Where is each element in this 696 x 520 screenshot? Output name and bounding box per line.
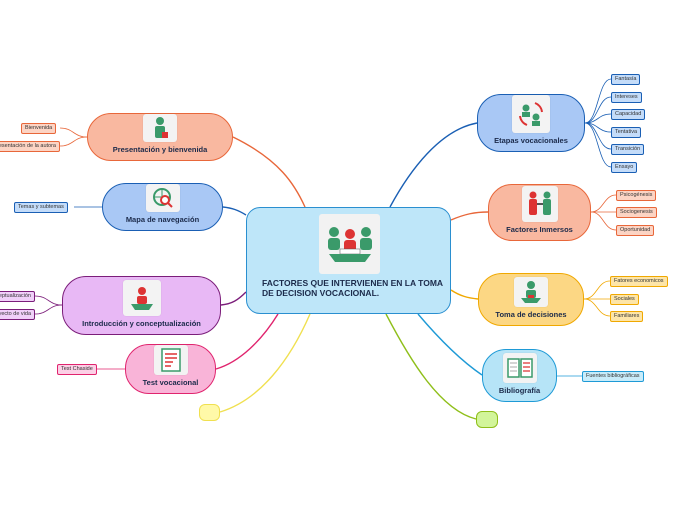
person-at-desk-icon bbox=[122, 279, 161, 316]
leaf-sociales[interactable]: Sociales bbox=[610, 294, 639, 305]
topic-introduccion[interactable]: Introducción y conceptualización bbox=[62, 276, 221, 335]
leaf-capacidad[interactable]: Capacidad bbox=[611, 109, 646, 120]
central-topic[interactable]: FACTORES QUE INTERVIENEN EN LA TOMA DE D… bbox=[246, 207, 451, 314]
link-central-toma bbox=[450, 289, 479, 300]
topic-factores[interactable]: Factores Inmersos bbox=[488, 184, 591, 241]
leaf-conceptualizacion[interactable]: Conceptualización bbox=[0, 291, 35, 302]
topic-bibliografia[interactable]: Bibliografía bbox=[482, 349, 557, 402]
link-etapas-leaf-5 bbox=[584, 122, 612, 168]
document-list-icon bbox=[153, 345, 188, 375]
cycle-people-icon bbox=[512, 95, 550, 133]
leaf-oportunidad[interactable]: Oportunidad bbox=[616, 225, 655, 236]
topic-etapas-label: Etapas vocacionales bbox=[494, 135, 568, 145]
link-presentacion-bienvenida bbox=[59, 127, 88, 138]
topic-introduccion-label: Introducción y conceptualización bbox=[82, 318, 201, 328]
leaf-ensayo[interactable]: Ensayo bbox=[611, 162, 638, 173]
leaf-familiares[interactable]: Familiares bbox=[610, 311, 644, 322]
leaf-presentacion-autora[interactable]: Presentación de la autora bbox=[0, 141, 60, 152]
empty-topic-green[interactable] bbox=[476, 411, 498, 428]
leaf-test-chaside[interactable]: Test Chaside bbox=[57, 364, 97, 375]
leaf-psicogenesis[interactable]: Psicogénesis bbox=[616, 190, 657, 201]
leaf-intereses[interactable]: Intereses bbox=[611, 92, 642, 103]
topic-bibliografia-label: Bibliografía bbox=[498, 385, 541, 395]
link-factores-leaf-0 bbox=[590, 194, 617, 213]
person-at-desk-icon bbox=[514, 276, 548, 307]
globe-magnifier-icon bbox=[145, 184, 180, 212]
topic-toma[interactable]: Toma de decisiones bbox=[478, 273, 584, 326]
link-central-presentacion bbox=[232, 136, 306, 208]
link-intro-concept bbox=[34, 295, 63, 306]
link-etapas-leaf-1 bbox=[584, 96, 612, 124]
leaf-temas-subtemas[interactable]: Temas y subtemas bbox=[14, 202, 68, 213]
link-central-etapas bbox=[389, 122, 478, 208]
topic-mapa[interactable]: Mapa de navegación bbox=[102, 183, 223, 231]
topic-mapa-label: Mapa de navegación bbox=[125, 214, 200, 224]
link-etapas-leaf-0 bbox=[584, 78, 612, 124]
open-book-icon bbox=[502, 352, 537, 383]
topic-presentacion-label: Presentación y bienvenida bbox=[112, 144, 208, 154]
link-central-factores bbox=[450, 211, 489, 221]
leaf-transicion[interactable]: Transición bbox=[611, 144, 645, 155]
leaf-sociogenesis[interactable]: Sociogenesis bbox=[616, 207, 657, 218]
link-central-test bbox=[215, 313, 279, 370]
leaf-tentativa[interactable]: Tentativa bbox=[611, 127, 642, 138]
topic-test[interactable]: Test vocacional bbox=[125, 344, 216, 394]
topic-factores-label: Factores Inmersos bbox=[506, 224, 573, 234]
leaf-factores-economicos[interactable]: Fatores economicos bbox=[610, 276, 668, 287]
leaf-proyecto-vida[interactable]: Proyecto de vida bbox=[0, 309, 35, 320]
topic-test-label: Test vocacional bbox=[142, 377, 199, 387]
link-factores-leaf-2 bbox=[590, 211, 617, 231]
person-with-suitcase-icon bbox=[143, 114, 177, 142]
link-intro-proyecto bbox=[34, 304, 63, 315]
link-toma-leaf-2 bbox=[583, 298, 611, 317]
link-central-introduccion bbox=[220, 291, 247, 306]
link-central-blank-green bbox=[385, 313, 477, 420]
leaf-bienvenida[interactable]: Bienvenida bbox=[21, 123, 57, 134]
empty-topic-yellow[interactable] bbox=[199, 404, 220, 421]
link-presentacion-autora bbox=[59, 136, 88, 147]
link-toma-leaf-0 bbox=[583, 280, 611, 300]
link-central-blank-yellow bbox=[219, 313, 311, 413]
link-central-mapa bbox=[222, 206, 247, 216]
link-central-bibliografia bbox=[417, 313, 483, 376]
central-topic-title: FACTORES QUE INTERVIENEN EN LA TOMA DE D… bbox=[262, 278, 443, 298]
topic-presentacion[interactable]: Presentación y bienvenida bbox=[87, 113, 233, 161]
topic-toma-label: Toma de decisiones bbox=[495, 309, 567, 319]
handshake-icon bbox=[521, 185, 558, 222]
leaf-fantasia[interactable]: Fantasía bbox=[611, 74, 641, 85]
meeting-people-icon bbox=[319, 214, 380, 274]
leaf-fuentes-bibliograficas[interactable]: Fuentes bibliográficas bbox=[582, 371, 644, 382]
link-etapas-leaf-2 bbox=[584, 113, 612, 124]
topic-etapas[interactable]: Etapas vocacionales bbox=[477, 94, 585, 152]
